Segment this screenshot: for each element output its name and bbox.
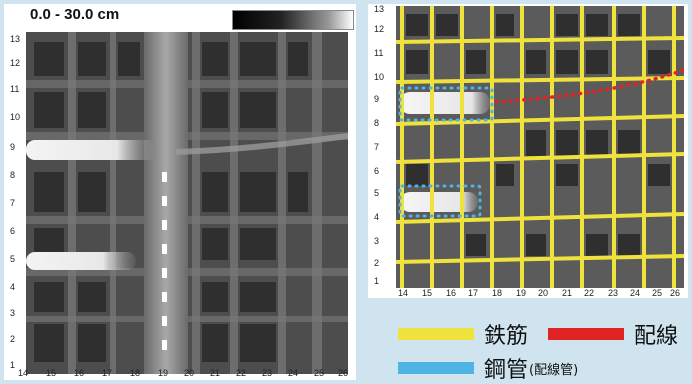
x-tick: 20 <box>184 368 195 378</box>
legend-row-1: 鉄筋 配線 <box>398 318 678 350</box>
radar-scan-image-annotated <box>396 6 684 288</box>
y-tick: 7 <box>10 198 16 208</box>
y-tick: 2 <box>10 334 16 344</box>
x-tick: 24 <box>630 288 641 298</box>
x-tick: 23 <box>608 288 619 298</box>
x-tick: 16 <box>446 288 457 298</box>
grayscale-colorbar <box>232 10 354 30</box>
y-tick: 12 <box>374 24 385 34</box>
y-tick: 8 <box>10 170 16 180</box>
depth-range-label: 0.0 - 30.0 cm <box>30 6 120 23</box>
y-tick: 9 <box>374 94 380 104</box>
wiring-swatch <box>548 328 625 340</box>
x-tick: 19 <box>516 288 527 298</box>
y-tick: 6 <box>374 166 380 176</box>
x-tick: 18 <box>492 288 503 298</box>
y-tick: 5 <box>10 254 16 264</box>
radar-scan-annotated-svg <box>396 6 684 288</box>
x-tick: 22 <box>236 368 247 378</box>
y-tick: 11 <box>374 48 384 58</box>
y-tick: 5 <box>374 188 380 198</box>
x-tick: 17 <box>468 288 479 298</box>
y-tick: 2 <box>374 258 380 268</box>
x-tick: 14 <box>398 288 409 298</box>
steel-pipe-swatch <box>398 362 474 374</box>
legend-row-2: 鋼管 (配線管) <box>398 352 578 384</box>
y-tick: 8 <box>374 118 380 128</box>
y-tick: 10 <box>374 72 385 82</box>
x-tick: 25 <box>314 368 325 378</box>
x-tick: 25 <box>652 288 663 298</box>
y-tick: 4 <box>374 212 380 222</box>
y-tick: 7 <box>374 142 380 152</box>
x-tick: 21 <box>562 288 573 298</box>
x-tick: 20 <box>538 288 549 298</box>
x-tick: 22 <box>584 288 595 298</box>
wiring-legend-label: 配線 <box>634 324 679 349</box>
right-annotated-panel: 13 12 11 10 9 8 7 6 5 4 3 2 1 14 15 16 1… <box>368 4 688 298</box>
y-tick: 13 <box>374 4 385 14</box>
rebar-legend-label: 鉄筋 <box>484 324 529 349</box>
x-tick: 19 <box>158 368 169 378</box>
steel-pipe-legend-note: (配線管) <box>529 362 579 378</box>
x-tick: 14 <box>18 368 29 378</box>
y-tick: 10 <box>10 112 21 122</box>
radar-scan-raw-svg <box>26 32 348 374</box>
y-tick: 3 <box>374 236 380 246</box>
x-tick: 16 <box>74 368 85 378</box>
y-tick: 6 <box>10 226 16 236</box>
x-tick: 15 <box>46 368 57 378</box>
y-tick: 1 <box>10 360 16 370</box>
y-tick: 4 <box>10 282 16 292</box>
x-tick: 23 <box>262 368 273 378</box>
x-tick: 15 <box>422 288 433 298</box>
x-tick: 18 <box>130 368 141 378</box>
y-tick: 11 <box>10 84 20 94</box>
x-tick: 24 <box>288 368 299 378</box>
y-tick: 9 <box>10 142 16 152</box>
x-tick: 26 <box>670 288 681 298</box>
radar-scan-image-raw <box>26 32 348 374</box>
y-tick: 12 <box>10 58 21 68</box>
rebar-swatch <box>398 328 474 340</box>
x-tick: 26 <box>338 368 349 378</box>
steel-pipe-legend-label: 鋼管 <box>484 358 529 383</box>
x-tick: 17 <box>102 368 113 378</box>
y-tick: 1 <box>374 276 380 286</box>
y-tick: 3 <box>10 308 16 318</box>
left-scan-panel: 0.0 - 30.0 cm <box>4 4 356 380</box>
y-tick: 13 <box>10 34 21 44</box>
x-tick: 21 <box>210 368 221 378</box>
